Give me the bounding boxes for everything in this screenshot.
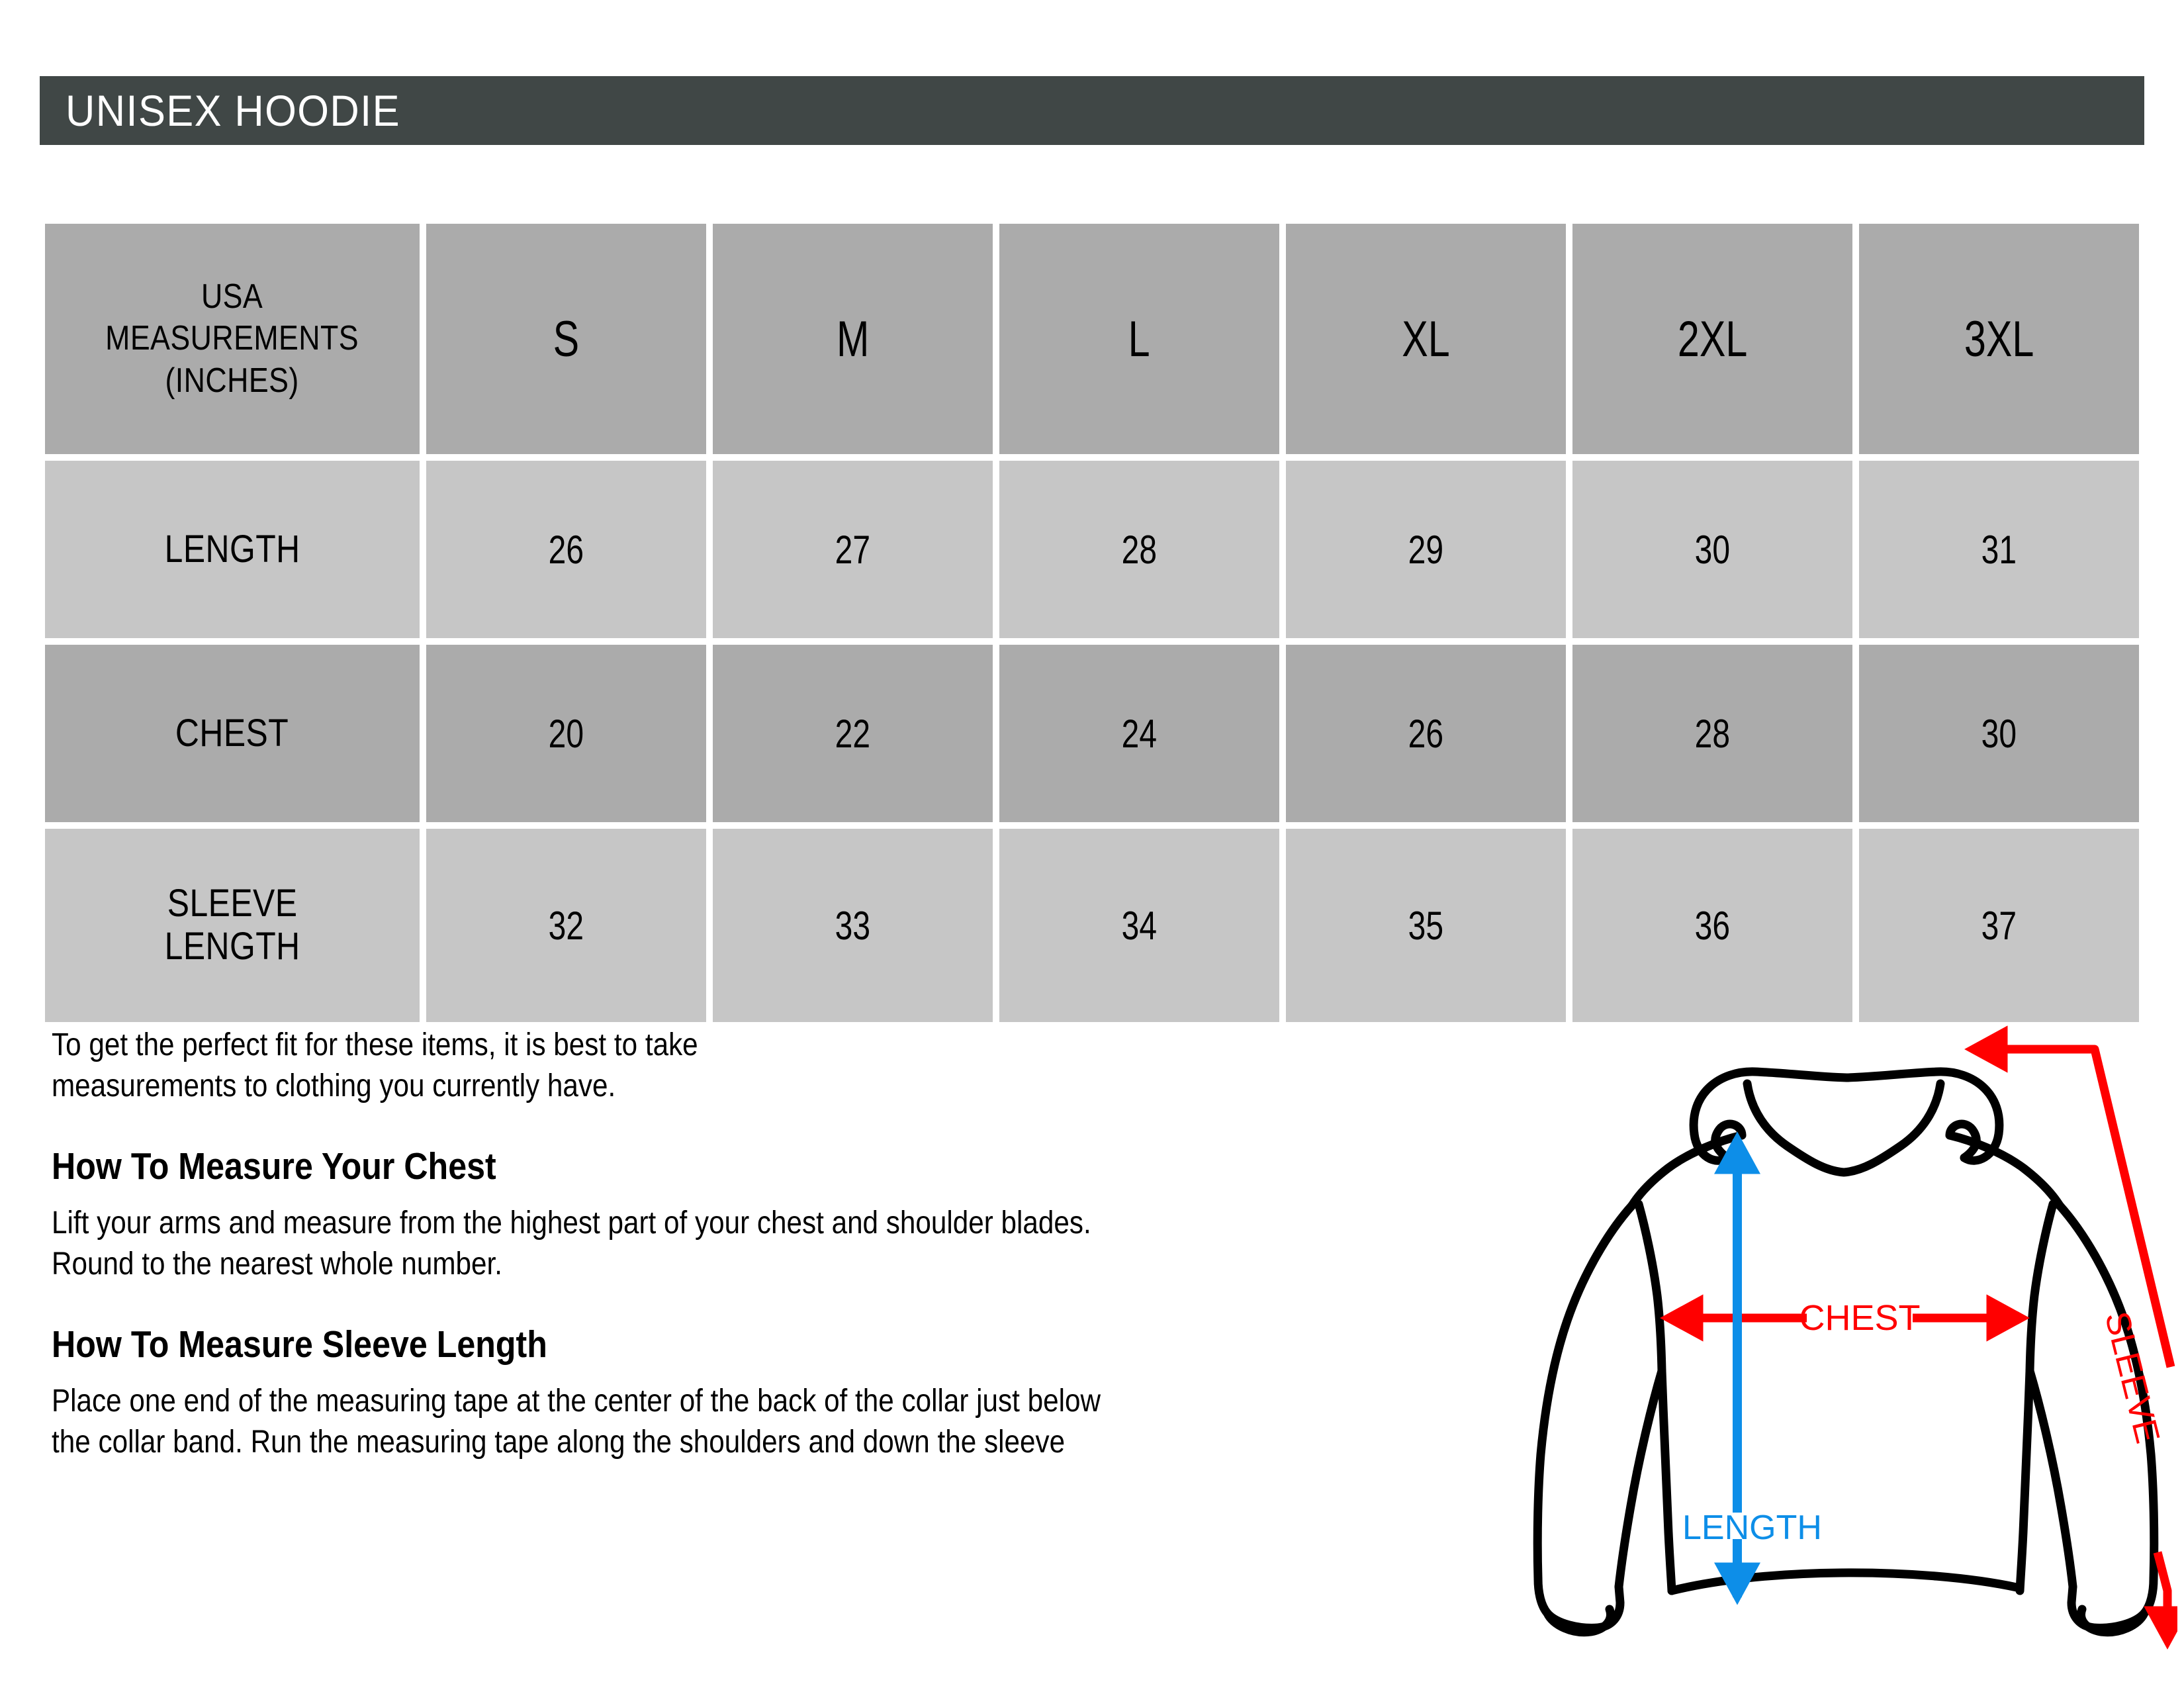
cell-sleeve-3xl: 37	[1859, 829, 2139, 1022]
cell-chest-xl: 26	[1286, 645, 1566, 822]
cell-value: 26	[1408, 711, 1444, 756]
cell-value: 20	[548, 711, 584, 756]
cell-value: 27	[835, 527, 871, 572]
column-header-label: L	[1128, 310, 1150, 367]
size-chart-table: USA MEASUREMENTS (INCHES) S M L XL 2XL 3…	[45, 224, 2139, 1022]
row-header-label: LENGTH	[164, 527, 300, 571]
column-header-l: L	[999, 224, 1279, 454]
section-body-line: Round to the nearest whole number.	[52, 1246, 502, 1282]
cell-value: 28	[1694, 711, 1731, 756]
cell-chest-2xl: 28	[1572, 645, 1852, 822]
sleeve-label: SLEEVE	[2097, 1308, 2167, 1447]
cell-value: 37	[1981, 903, 2017, 948]
length-label: LENGTH	[1682, 1509, 1822, 1547]
cell-sleeve-l: 34	[999, 829, 1279, 1022]
column-header-s: S	[426, 224, 706, 454]
cell-value: 30	[1694, 527, 1731, 572]
column-header-label: 3XL	[1964, 310, 2034, 367]
hoodie-outline-icon	[1533, 1067, 2159, 1637]
cell-chest-l: 24	[999, 645, 1279, 822]
cell-length-l: 28	[999, 461, 1279, 638]
cell-chest-3xl: 30	[1859, 645, 2139, 822]
cell-sleeve-s: 32	[426, 829, 706, 1022]
row-header-length: LENGTH	[45, 461, 420, 638]
cell-value: 26	[548, 527, 584, 572]
cell-sleeve-2xl: 36	[1572, 829, 1852, 1022]
cell-sleeve-m: 33	[713, 829, 993, 1022]
row-header-chest: CHEST	[45, 645, 420, 822]
cell-length-3xl: 31	[1859, 461, 2139, 638]
page-title-bar: UNISEX HOODIE	[40, 76, 2144, 145]
section-body-line: Place one end of the measuring tape at t…	[52, 1383, 1101, 1419]
row-header-label: SLEEVE LENGTH	[164, 882, 300, 968]
row-header-sleeve-length: SLEEVE LENGTH	[45, 829, 420, 1022]
cell-value: 22	[835, 711, 871, 756]
cell-value: 36	[1694, 903, 1731, 948]
column-header-xl: XL	[1286, 224, 1566, 454]
cell-length-xl: 29	[1286, 461, 1566, 638]
intro-line: measurements to clothing you currently h…	[52, 1068, 616, 1103]
cell-length-2xl: 30	[1572, 461, 1852, 638]
cell-value: 28	[1121, 527, 1158, 572]
column-header-label: S	[553, 310, 580, 367]
column-header-label: 2XL	[1677, 310, 1748, 367]
cell-value: 34	[1121, 903, 1158, 948]
hoodie-measurement-diagram: CHEST LENGTH SLEEVE	[1509, 1009, 2177, 1681]
cell-value: 29	[1408, 527, 1444, 572]
column-header-2xl: 2XL	[1572, 224, 1852, 454]
row-header-label: CHEST	[175, 711, 289, 755]
section-body-line: the collar band. Run the measuring tape …	[52, 1424, 1066, 1460]
cell-chest-m: 22	[713, 645, 993, 822]
cell-value: 33	[835, 903, 871, 948]
cell-value: 30	[1981, 711, 2017, 756]
page-title: UNISEX HOODIE	[66, 86, 400, 135]
cell-length-s: 26	[426, 461, 706, 638]
cell-value: 24	[1121, 711, 1158, 756]
section-body-line: Lift your arms and measure from the high…	[52, 1205, 1091, 1241]
section-title-chest: How To Measure Your Chest	[52, 1145, 496, 1188]
chest-measurement-arrow: CHEST	[1660, 1294, 2030, 1342]
cell-sleeve-xl: 35	[1286, 829, 1566, 1022]
cell-value: 31	[1981, 527, 2017, 572]
length-measurement-arrow: LENGTH	[1682, 1131, 1822, 1605]
cell-chest-s: 20	[426, 645, 706, 822]
intro-line: To get the perfect fit for these items, …	[52, 1027, 698, 1062]
cell-length-m: 27	[713, 461, 993, 638]
column-header-label: XL	[1402, 310, 1450, 367]
column-header-label: M	[836, 310, 870, 367]
table-corner-header-label: USA MEASUREMENTS (INCHES)	[105, 277, 359, 400]
cell-value: 35	[1408, 903, 1444, 948]
table-corner-header: USA MEASUREMENTS (INCHES)	[45, 224, 420, 454]
section-title-sleeve: How To Measure Sleeve Length	[52, 1323, 547, 1366]
cell-value: 32	[548, 903, 584, 948]
chest-label: CHEST	[1799, 1298, 1920, 1338]
measuring-instructions: To get the perfect fit for these items, …	[52, 1025, 1547, 1462]
column-header-3xl: 3XL	[1859, 224, 2139, 454]
column-header-m: M	[713, 224, 993, 454]
